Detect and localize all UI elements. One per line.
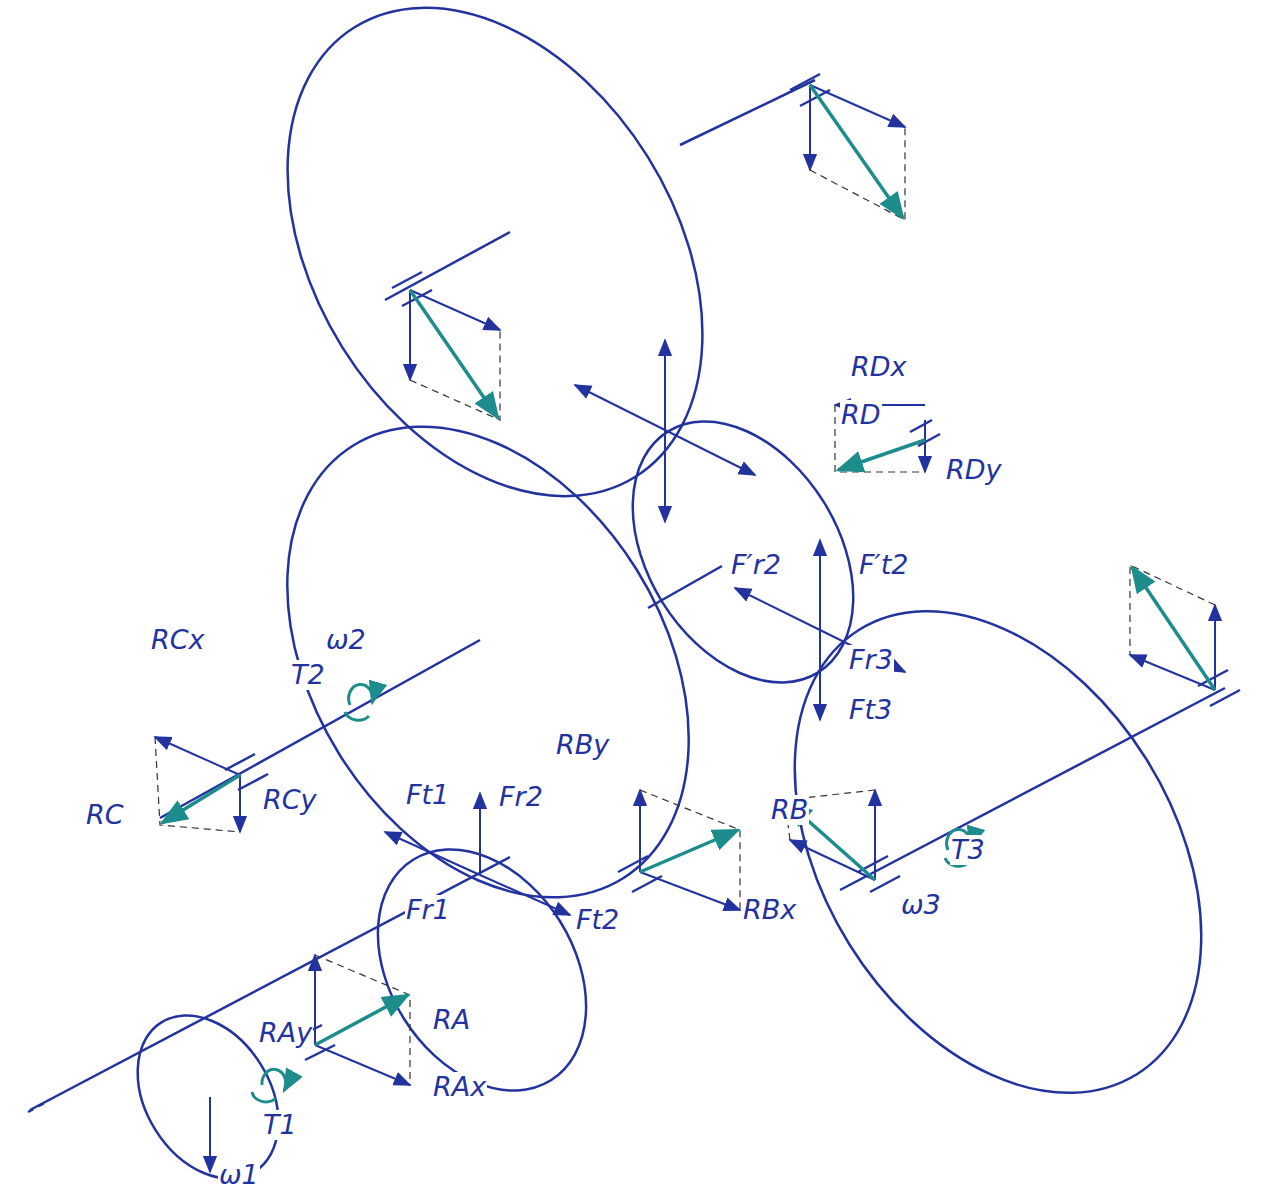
force-label: T2 bbox=[290, 660, 326, 690]
force-label: Ft1 bbox=[405, 780, 450, 810]
force-label: RDy bbox=[945, 455, 1003, 485]
gear-outlines bbox=[109, 0, 1267, 1202]
force-label: ω2 bbox=[325, 625, 367, 655]
force-label: RD bbox=[840, 400, 882, 430]
force-label: ω1 bbox=[218, 1160, 260, 1190]
force-label: RCx bbox=[150, 625, 206, 655]
force-label: F′r2 bbox=[730, 550, 782, 580]
force-label: Fr2 bbox=[498, 782, 544, 812]
force-label: F′t2 bbox=[858, 550, 909, 580]
force-label: ω3 bbox=[900, 890, 942, 920]
force-label: RAy bbox=[258, 1018, 313, 1048]
force-label: Ft2 bbox=[575, 905, 620, 935]
shafts bbox=[28, 80, 1225, 1112]
force-label: T1 bbox=[262, 1110, 298, 1140]
force-label: Fr3 bbox=[848, 645, 894, 675]
resultant-arrows bbox=[162, 85, 1215, 1045]
bearings bbox=[225, 74, 1240, 1060]
force-label: RC bbox=[85, 800, 125, 830]
force-label: RCy bbox=[262, 785, 318, 815]
force-label: Fr1 bbox=[405, 895, 451, 925]
torque-symbols bbox=[252, 685, 971, 1102]
force-arrows bbox=[155, 85, 1215, 1172]
parallelogram-guides bbox=[155, 127, 1215, 1085]
force-label: RA bbox=[432, 1005, 471, 1035]
force-label: RAx bbox=[432, 1072, 487, 1102]
force-label: RBy bbox=[555, 730, 610, 760]
force-label: RBx bbox=[742, 895, 797, 925]
force-label: T3 bbox=[950, 835, 986, 865]
force-label: RDx bbox=[850, 352, 908, 382]
force-label: RB bbox=[770, 795, 809, 825]
force-label: Ft3 bbox=[848, 695, 893, 725]
